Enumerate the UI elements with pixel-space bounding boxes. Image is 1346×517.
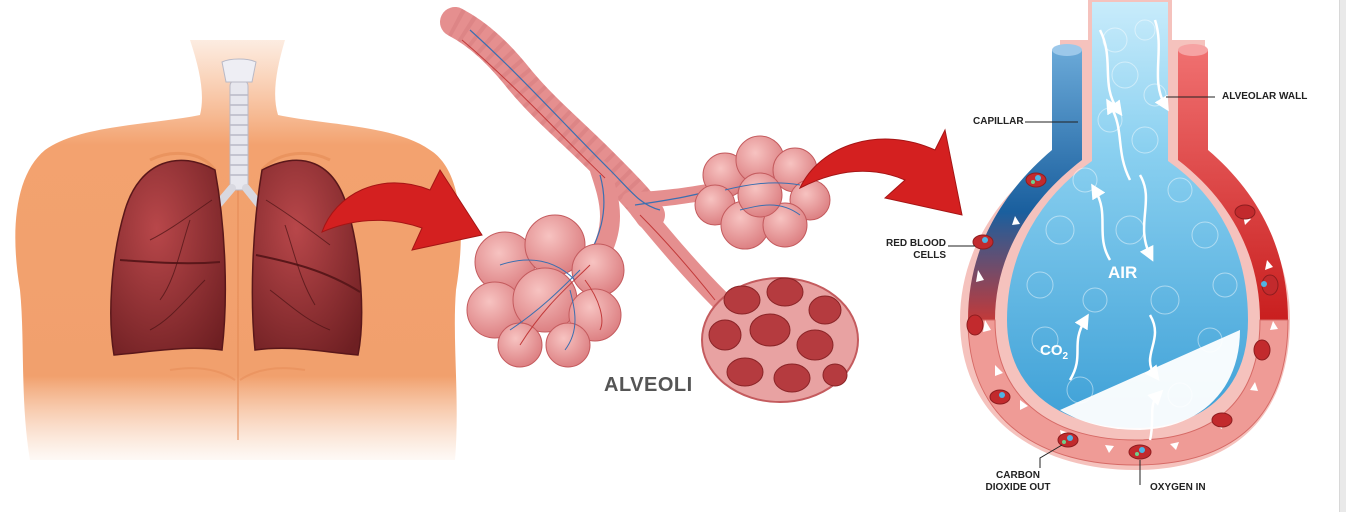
scrollbar-track[interactable] [1339,0,1346,512]
alveolus-detail [960,0,1290,470]
alveolar-wall-label: ALVEOLAR WALL [1222,91,1307,103]
co2-label: CO2 [1040,342,1068,362]
alveoli-label: ALVEOLI [604,374,693,397]
carbon-line2: DIOXIDE OUT [975,482,1061,494]
oxygen-in-label: OXYGEN IN [1150,482,1206,494]
capillar-label: CAPILLAR [973,116,1024,128]
carbon-line1: CARBON [975,470,1061,482]
alveolar-sac-upper [695,136,830,249]
red-blood-cells-line1: RED BLOOD [870,238,946,250]
red-blood-cells-label: RED BLOOD CELLS [870,238,946,262]
air-label: AIR [1108,263,1137,283]
red-blood-cells-line2: CELLS [870,250,946,262]
co2-subscript: 2 [1063,351,1069,362]
alveolar-sac-cross-section [702,278,858,402]
carbon-dioxide-out-label: CARBON DIOXIDE OUT [975,470,1061,494]
co2-main: CO [1040,342,1063,359]
